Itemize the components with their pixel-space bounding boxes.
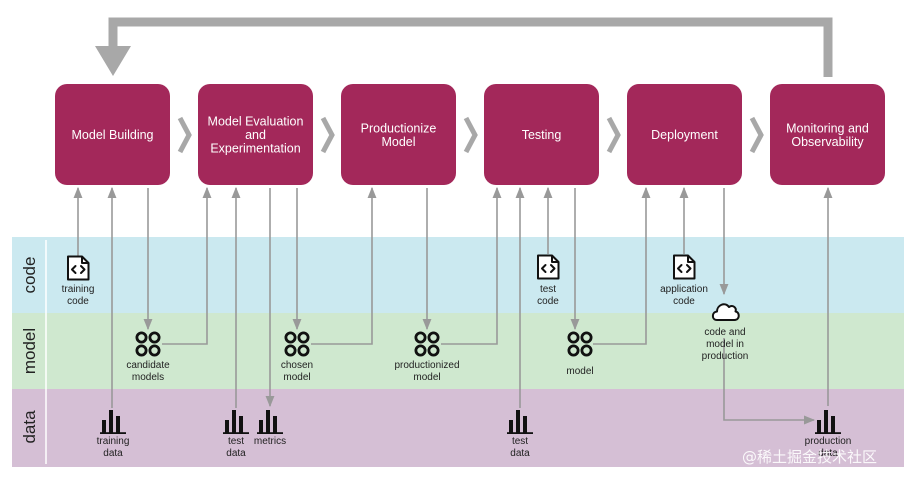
stage-label: Monitoring and [786, 121, 869, 135]
stage-box-shape [198, 84, 313, 185]
artifacts: trainingcodecandidatemodelschosenmodelpr… [62, 254, 852, 459]
connector [593, 186, 651, 345]
artifact-label: production [805, 436, 852, 447]
artifact-label: candidate [126, 360, 170, 371]
stage-box-shape [770, 84, 885, 185]
feedback-loop-arrowhead [95, 46, 131, 76]
chevron-right-icon [320, 116, 335, 154]
stage-box: Deployment [627, 84, 742, 185]
stage-label: Experimentation [210, 142, 300, 156]
stage-box-shape [55, 84, 170, 185]
artifact-label: application [660, 284, 708, 295]
code-file-icon [672, 254, 696, 280]
artifact-label: training [97, 436, 130, 447]
model-lane [12, 313, 904, 389]
artifact-label: test [228, 436, 244, 447]
artifact-label: training [62, 284, 95, 295]
lane-title-data: data [20, 410, 39, 444]
chevron-right-icon [606, 116, 621, 154]
artifact-label: model [413, 372, 440, 383]
lane-title-model: model [20, 328, 39, 374]
stage-label: Productionize [361, 121, 437, 135]
artifact-label: metrics [254, 436, 286, 447]
stage-label: Model [381, 135, 415, 149]
stage-box: Model Building [55, 84, 170, 185]
watermark: @稀土掘金技术社区 [742, 448, 877, 466]
lane-title-code: code [20, 257, 39, 294]
stage-box-shape [484, 84, 599, 185]
artifact-model: model [566, 331, 594, 377]
chevron-right-icon [177, 116, 192, 154]
code-file-icon [66, 255, 90, 281]
artifact-label: data [818, 448, 838, 459]
stage-box-shape [627, 84, 742, 185]
chevron-right-icon [749, 116, 764, 154]
artifact-label: code [67, 296, 89, 307]
stage-box: Testing [484, 84, 599, 185]
stages: Model Building Model EvaluationandExperim… [55, 84, 885, 185]
data-lane [12, 389, 904, 467]
artifact-label: code [537, 296, 559, 307]
code-lane [12, 237, 904, 313]
connector [162, 186, 212, 345]
connector [311, 186, 377, 345]
artifact-label: data [226, 448, 246, 459]
feedback-loop-arrow [108, 17, 833, 77]
connector [723, 338, 816, 425]
stage-label: Observability [791, 135, 864, 149]
artifact-label: code and [704, 327, 745, 338]
artifact-label: production [702, 351, 749, 362]
artifact-label: model [566, 366, 593, 377]
stage-label: Deployment [651, 128, 718, 142]
artifact-label: test [540, 284, 556, 295]
artifact-label: model in [706, 339, 744, 350]
connector [441, 186, 502, 345]
artifact-label: model [283, 372, 310, 383]
artifact-label: test [512, 436, 528, 447]
stage-label: Model Evaluation [208, 115, 304, 129]
artifact-label: chosen [281, 360, 313, 371]
code-file-icon [536, 254, 560, 280]
connectors [73, 186, 833, 425]
artifact-metrics: metrics [254, 410, 286, 447]
artifact-label: data [103, 448, 123, 459]
artifact-label: models [132, 372, 164, 383]
chevron-right-icon [463, 116, 478, 154]
artifact-label: code [673, 296, 695, 307]
artifact-label: productionized [394, 360, 459, 371]
stage-box-shape [341, 84, 456, 185]
stage-label: Testing [522, 128, 562, 142]
stage-label: Model Building [72, 128, 154, 142]
artifact-label: data [510, 448, 530, 459]
stage-chevrons [177, 116, 764, 154]
stage-label: and [245, 128, 266, 142]
